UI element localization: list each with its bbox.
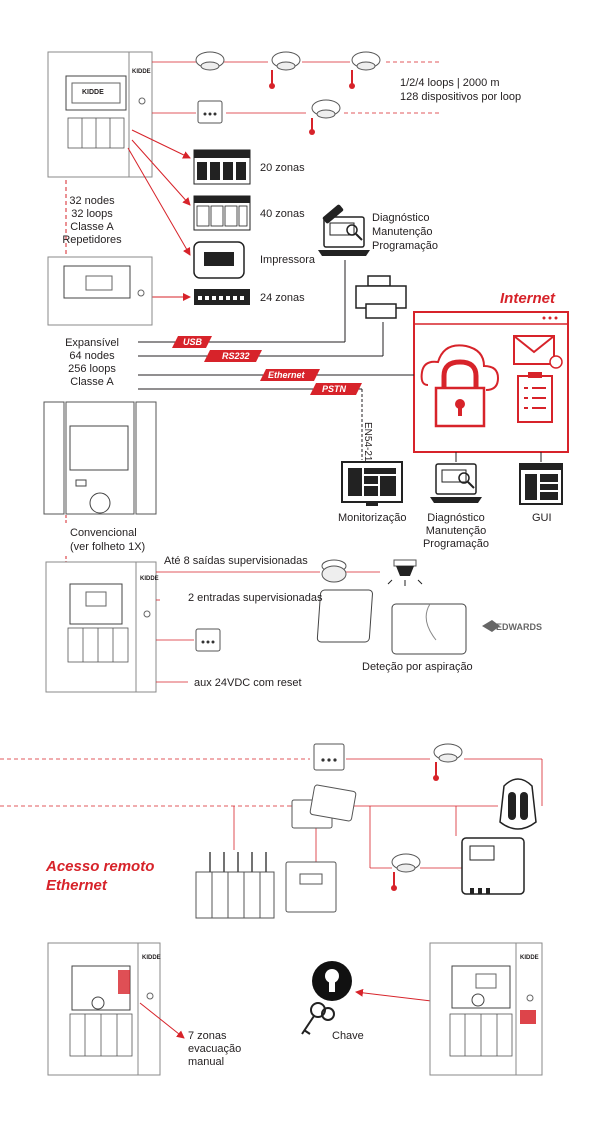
gui-icon (519, 463, 563, 505)
tag-ethernet: Ethernet (268, 370, 305, 380)
fax-printer-icon (355, 275, 407, 319)
diag-bottom-line3: Programação (422, 538, 490, 550)
tag-pstn: PSTN (322, 384, 347, 394)
aspiration-detector-icon (316, 589, 467, 655)
loops-info-line1: 1/2/4 loops | 2000 m (400, 77, 500, 89)
internet-title: Internet (500, 290, 556, 307)
conventional-line1: Convencional (70, 527, 137, 539)
sounder-icon (321, 559, 347, 583)
repeaters-line2: 32 loops (71, 208, 113, 220)
evac-line3: manual (188, 1056, 225, 1068)
remote-keypad-icon (499, 778, 537, 830)
heat-detector-icon (269, 51, 301, 89)
supervision-inputs: 2 entradas supervisionadas (188, 592, 323, 604)
cloud-icon (420, 344, 500, 391)
call-point-module-icon (195, 628, 221, 652)
power-supply-icon (461, 837, 525, 895)
expansion-line2: 64 nodes (69, 350, 115, 362)
usb-stick-icon (322, 204, 344, 224)
heat-detector-icon (309, 99, 341, 135)
printer-icon (193, 241, 245, 279)
panel-screen-logo: KIDDE (82, 89, 104, 96)
main-panel-top (47, 51, 153, 178)
beacon-icon (387, 559, 423, 586)
padlock-icon (434, 359, 486, 428)
label-gui: GUI (532, 512, 552, 524)
heat-detector-icon (433, 743, 463, 781)
addressable-panel-mid (45, 561, 157, 693)
panel-logo-bottom-left: KIDDE (142, 955, 161, 961)
edwards-logo (482, 620, 500, 632)
label-40-zones: 40 zonas (260, 208, 305, 220)
key-icon (301, 1002, 335, 1035)
evac-line1: 7 zonas (188, 1030, 227, 1042)
aspiration-label: Deteção por aspiração (362, 661, 473, 673)
panel-logo-mid: KIDDE (140, 576, 159, 582)
zone-board-20-icon (193, 149, 251, 185)
diag-bottom-line1: Diagnóstico (427, 512, 485, 524)
laptop-icon (318, 216, 370, 256)
repeater-panel (47, 256, 153, 326)
repeaters-line3: Classe A (70, 221, 114, 233)
label-24-zones: 24 zonas (260, 292, 305, 304)
panel-logo: KIDDE (132, 69, 151, 75)
evac-line2: evacuação (188, 1043, 242, 1055)
diag-top-line2: Manutenção (372, 226, 433, 238)
battery-rack-icon (195, 852, 275, 919)
link-tags (172, 336, 362, 395)
tag-usb: USB (183, 337, 203, 347)
expansion-line4: Classe A (70, 376, 114, 388)
repeaters-line1: 32 nodes (69, 195, 115, 207)
diag-top-line3: Programação (372, 240, 439, 252)
diag-bottom-line2: Manutenção (425, 525, 487, 537)
remote-line2: Ethernet (46, 877, 107, 894)
smoke-detector-icon (195, 51, 225, 71)
heat-detector-icon (391, 853, 421, 891)
call-point-module-icon (313, 743, 345, 771)
call-point-module-icon (197, 100, 223, 124)
alarm-module-icon (285, 861, 337, 913)
en54-label: EN54-21 (362, 422, 373, 462)
edwards-wordmark: EDWARDS (496, 622, 543, 632)
remote-line1: Acesso remoto (46, 858, 155, 875)
heat-detector-icon (349, 51, 381, 89)
loops-info-line2: 128 dispositivos por loop (400, 91, 522, 103)
io-module-icon (291, 784, 357, 829)
conventional-panel (43, 401, 157, 515)
checklist-icon (517, 372, 553, 423)
label-printer: Impressora (260, 254, 316, 266)
tag-rs232: RS232 (222, 351, 250, 361)
evacuation-panel (47, 942, 161, 1076)
remote-panel (429, 942, 543, 1076)
key-label: Chave (332, 1030, 364, 1042)
supervision-outputs: Até 8 saídas supervisionadas (164, 555, 308, 567)
diag-top-line1: Diagnóstico (372, 212, 430, 224)
conventional-line2: (ver folheto 1X) (70, 541, 146, 553)
panel-logo-bottom-right: KIDDE (520, 955, 539, 961)
key-lock-icon (312, 961, 352, 1001)
zone-board-24-icon (194, 289, 250, 305)
expansion-line3: 256 loops (68, 363, 116, 375)
label-20-zones: 20 zonas (260, 162, 305, 174)
supervision-aux: aux 24VDC com reset (194, 677, 302, 689)
label-monitor: Monitorização (338, 512, 407, 524)
zone-board-40-icon (193, 195, 251, 231)
monitor-icon (341, 461, 403, 506)
mail-icon (513, 335, 563, 369)
repeaters-line4: Repetidores (62, 234, 122, 246)
expansion-line1: Expansível (65, 337, 119, 349)
laptop-icon (430, 463, 482, 503)
